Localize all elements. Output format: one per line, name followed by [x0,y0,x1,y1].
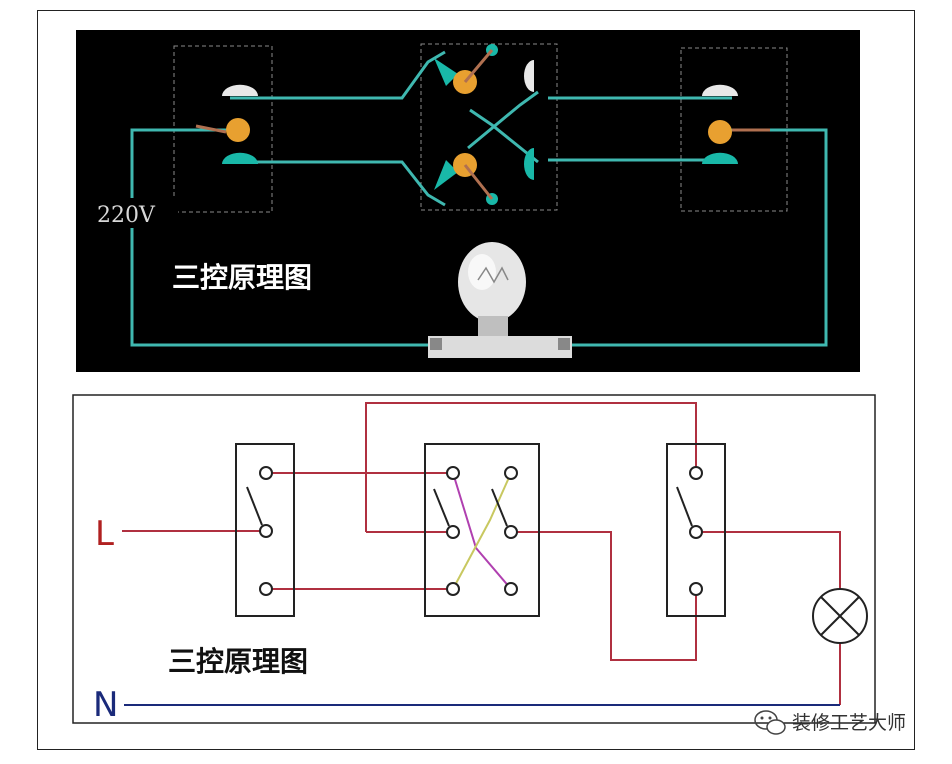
terminal [504,525,518,539]
bulb-base [478,316,508,338]
switch-middle [424,443,540,617]
middle-switch-contacts [434,44,534,205]
lamp-terminal-right [558,338,570,350]
contact-teal [222,152,258,164]
voltage-label-backing [94,198,178,228]
terminal [259,582,273,596]
right-switch-contacts [702,84,770,164]
lamp-symbol [812,588,868,644]
terminal [689,525,703,539]
top-wire-upper-left [230,50,446,100]
switched-live-wire [696,531,841,590]
switch-left [235,443,295,617]
lamp-cross-b [820,596,860,636]
cross-wire-olive [452,472,512,590]
left-switch-lever [195,124,227,134]
terminal [504,582,518,596]
top-wire-supply-right [572,128,828,347]
contact-orange [226,118,250,142]
neutral-label: N [93,685,118,725]
terminal [446,525,460,539]
top-wire-cross-a [467,90,539,150]
top-diagram: 220V [76,30,860,372]
top-diagram-title: 三控原理图 [172,261,312,294]
watermark-text: 装修工艺大师 [792,712,906,734]
bottom-diagram-border [72,394,876,724]
middle-switch-terminals [433,466,518,596]
live-label: L [95,514,114,554]
contact-white [702,84,738,96]
top-wires [130,50,828,347]
terminal [504,466,518,480]
image-frame [37,10,915,750]
contact-orange [708,120,732,144]
voltage-label: 220V [97,203,156,228]
left-switch-terminals [246,466,273,596]
terminal [446,466,460,480]
middle-lever-lower [463,164,494,200]
top-wire-cross-b [469,108,539,164]
left-switch-contacts [195,84,258,164]
contact-teal [524,148,534,180]
contact-teal [702,152,738,164]
watermark: 装修工艺大师 [754,710,906,735]
terminal [446,582,460,596]
light-bulb [428,242,572,358]
contact-teal [434,58,458,86]
traveler-wire-top-loop [365,402,697,532]
lamp-holder [428,336,572,358]
switch-lever [676,486,693,527]
terminal [259,466,273,480]
terminal [259,524,273,538]
bulb-highlight [468,254,496,290]
middle-switch-box [420,43,558,211]
contact-teal [434,160,458,190]
right-switch-terminals [676,466,703,596]
bottom-live-wires [122,402,841,705]
lamp-terminal-left [430,338,442,350]
switch-lever-left [433,488,450,527]
traveler-wire-right-loop [511,531,697,661]
switch-lever-right [491,488,508,527]
terminal [689,466,703,480]
wechat-icon [754,710,786,735]
middle-lever-upper [463,49,494,83]
bulb-filament [477,266,509,284]
contact-white [524,60,534,92]
bottom-diagram-title: 三控原理图 [168,645,308,678]
switch-lever [246,486,263,526]
right-switch-box [680,47,788,212]
top-wire-lower-left [230,160,446,207]
switch-right [666,443,726,617]
top-wire-supply-left [130,128,428,347]
bottom-diagram: L N 三控原理图 [72,394,876,725]
terminal [689,582,703,596]
contact-white [222,84,258,96]
